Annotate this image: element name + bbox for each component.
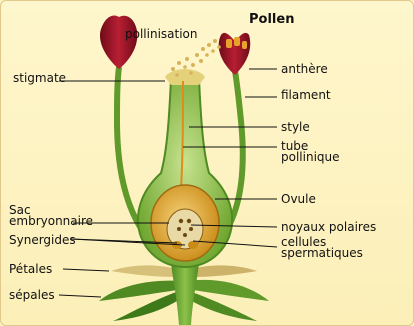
label-filament: filament bbox=[281, 89, 331, 101]
label-tube-pollinique: tube pollinique bbox=[281, 141, 340, 163]
label-style: style bbox=[281, 121, 310, 133]
left-anther bbox=[100, 16, 137, 70]
label-cellules-spermatiques: cellules spermatiques bbox=[281, 237, 363, 259]
stigma bbox=[165, 69, 205, 85]
label-tube-line2: pollinique bbox=[281, 152, 340, 163]
label-synergides: Synergides bbox=[9, 234, 76, 246]
label-cellules-line2: spermatiques bbox=[281, 248, 363, 259]
label-sepales: sépales bbox=[9, 289, 55, 301]
label-sac-line2: embryonnaire bbox=[9, 216, 93, 227]
label-petales: Pétales bbox=[9, 263, 52, 275]
label-pollen: Pollen bbox=[249, 14, 294, 26]
label-ovule: Ovule bbox=[281, 193, 316, 205]
label-pollinisation: pollinisation bbox=[125, 28, 198, 40]
label-stigmate: stigmate bbox=[13, 72, 66, 84]
label-anthere: anthère bbox=[281, 63, 328, 75]
label-sac-embryonnaire: Sac embryonnaire bbox=[9, 205, 93, 227]
label-noyaux-polaires: noyaux polaires bbox=[281, 221, 376, 233]
